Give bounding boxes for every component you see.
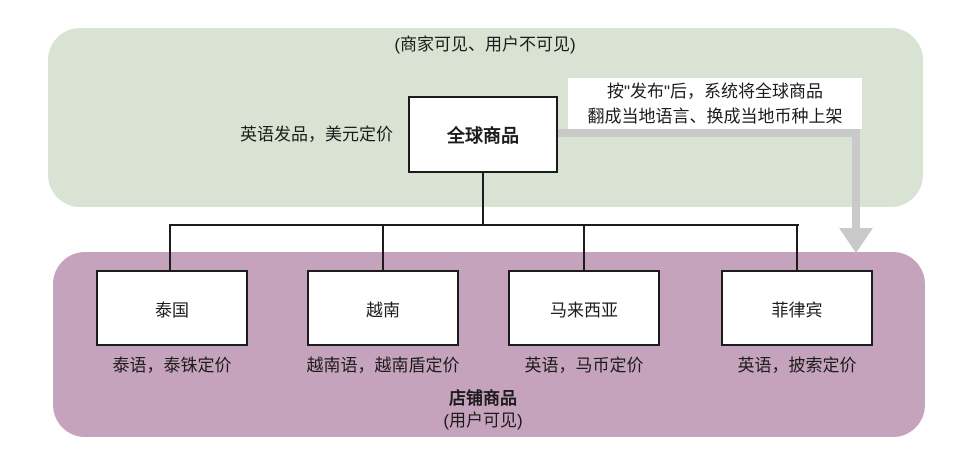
tree-drop-malaysia bbox=[583, 224, 585, 271]
shop-layer-footer: 店铺商品 (用户可见) bbox=[333, 388, 633, 432]
global-layer-caption: (商家可见、用户不可见) bbox=[394, 35, 576, 54]
publish-annotation: 按"发布"后，系统将全球商品 翻成当地语言、换成当地币种上架 bbox=[568, 78, 862, 129]
country-node-malaysia: 马来西亚 bbox=[508, 270, 660, 346]
publish-annotation-line2: 翻成当地语言、换成当地币种上架 bbox=[587, 106, 843, 126]
tree-drop-thailand bbox=[169, 224, 171, 271]
tree-drop-philippines bbox=[796, 224, 798, 271]
country-node-philippines: 菲律宾 bbox=[721, 270, 873, 346]
publish-annotation-line1: 按"发布"后，系统将全球商品 bbox=[606, 81, 824, 101]
pricing-label-philippines: 英语，披索定价 bbox=[737, 356, 857, 375]
shop-layer-caption: (用户可见) bbox=[443, 411, 523, 430]
pricing-label-thailand: 泰语，泰铢定价 bbox=[112, 356, 232, 375]
publish-arrow-head-icon bbox=[839, 228, 873, 253]
publish-arrow-vertical bbox=[852, 129, 860, 229]
global-product-node: 全球商品 bbox=[408, 96, 558, 173]
tree-horizontal-connector bbox=[169, 224, 799, 226]
tree-stem-connector bbox=[482, 173, 484, 225]
pricing-label-vietnam: 越南语，越南盾定价 bbox=[306, 356, 460, 375]
country-node-thailand: 泰国 bbox=[96, 270, 248, 346]
publish-arrow-horizontal bbox=[558, 129, 860, 137]
pricing-label-malaysia: 英语，马币定价 bbox=[524, 356, 644, 375]
shop-layer-title: 店铺商品 bbox=[449, 389, 517, 408]
country-node-vietnam: 越南 bbox=[307, 270, 459, 346]
tree-drop-vietnam bbox=[382, 224, 384, 271]
global-pricing-label: 英语发品，美元定价 bbox=[240, 125, 393, 144]
